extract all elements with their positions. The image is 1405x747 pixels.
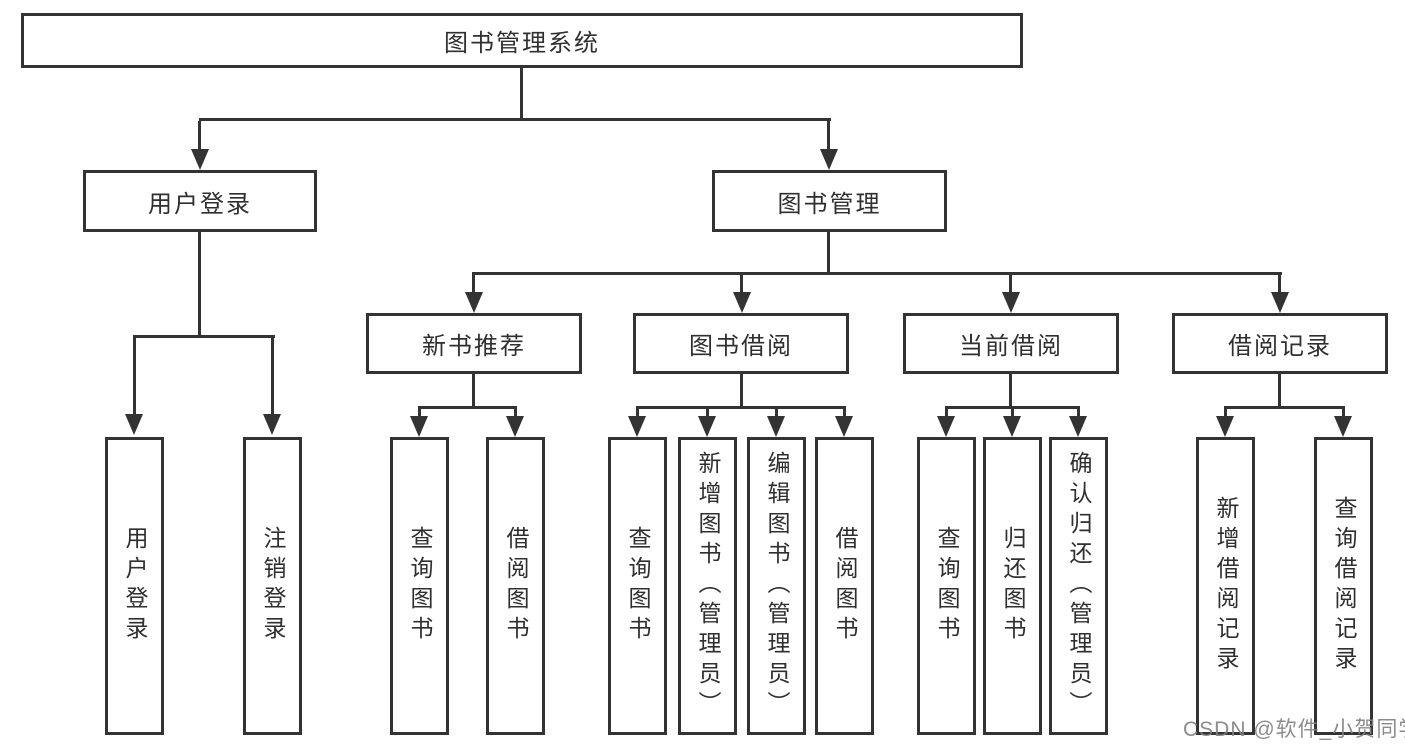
node-label: 借阅记录 — [1228, 333, 1332, 360]
connector-line — [1009, 374, 1012, 409]
node-new-book-recommend: 新书推荐 — [366, 313, 582, 374]
node-label: 注销登录 — [260, 526, 286, 646]
node-leaf-add-books-admin: 新增图书（管理员） — [678, 437, 737, 735]
connector-line — [827, 232, 830, 275]
connector-line — [1278, 374, 1281, 409]
arrowhead-icon — [1216, 416, 1234, 437]
node-leaf-confirm-return-admin: 确认归还（管理员） — [1049, 437, 1108, 735]
node-label: 新增图书（管理员） — [695, 451, 721, 721]
node-borrowing-records: 借阅记录 — [1172, 313, 1388, 374]
connector-line — [945, 409, 948, 416]
arrowhead-icon — [1069, 416, 1087, 437]
node-label: 查询借阅记录 — [1331, 496, 1357, 676]
connector-line — [775, 409, 778, 416]
connector-line — [520, 68, 523, 121]
connector-line — [945, 406, 1080, 409]
node-leaf-logout: 注销登录 — [243, 437, 302, 735]
arrowhead-icon — [1003, 416, 1021, 437]
node-leaf-borrow-books: 借阅图书 — [815, 437, 874, 735]
node-current-borrowing: 当前借阅 — [903, 313, 1119, 374]
node-label: 新书推荐 — [422, 333, 526, 360]
node-leaf-query-books-borrowing: 查询图书 — [608, 437, 667, 735]
connector-line — [472, 272, 1282, 275]
connector-line — [133, 338, 136, 414]
connector-line — [418, 409, 421, 416]
connector-line — [740, 275, 743, 292]
connector-line — [198, 232, 201, 338]
arrowhead-icon — [767, 416, 785, 437]
node-label: 查询图书 — [407, 526, 433, 646]
connector-line — [1224, 409, 1227, 416]
node-label: 编辑图书（管理员） — [764, 451, 790, 721]
arrowhead-icon — [1002, 292, 1020, 313]
connector-line — [1011, 409, 1014, 416]
connector-line — [472, 275, 475, 292]
node-user-login: 用户登录 — [83, 170, 317, 232]
node-leaf-query-books-recommend: 查询图书 — [390, 437, 449, 735]
connector-line — [1009, 275, 1012, 292]
node-label: 查询图书 — [625, 526, 651, 646]
connector-line — [133, 335, 275, 338]
node-leaf-query-books-current: 查询图书 — [917, 437, 976, 735]
node-label: 归还图书 — [1000, 526, 1026, 646]
node-label: 用户登录 — [148, 190, 252, 218]
arrowhead-icon — [191, 149, 209, 170]
node-leaf-add-borrow-record: 新增借阅记录 — [1196, 437, 1255, 735]
arrowhead-icon — [410, 416, 428, 437]
node-leaf-edit-books-admin: 编辑图书（管理员） — [747, 437, 806, 735]
arrowhead-icon — [125, 414, 143, 435]
connector-line — [636, 409, 639, 416]
connector-line — [198, 121, 201, 149]
connector-line — [1342, 409, 1345, 416]
arrowhead-icon — [937, 416, 955, 437]
node-label: 图书借阅 — [689, 333, 793, 360]
arrowhead-icon — [698, 416, 716, 437]
connector-line — [472, 374, 475, 409]
node-label: 图书管理 — [777, 190, 882, 218]
node-book-management: 图书管理 — [712, 170, 947, 232]
node-label: 借阅图书 — [832, 526, 858, 646]
connector-line — [706, 409, 709, 416]
connector-line — [1278, 275, 1281, 292]
arrowhead-icon — [465, 292, 483, 313]
node-library-management-system: 图书管理系统 — [21, 13, 1023, 68]
node-label: 确认归还（管理员） — [1066, 451, 1092, 721]
connector-line — [514, 409, 517, 416]
csdn-watermark: CSDN @软件_小贺同学 — [1183, 718, 1405, 741]
node-leaf-borrow-books-recommend: 借阅图书 — [486, 437, 545, 735]
connector-line — [199, 118, 831, 121]
arrowhead-icon — [263, 414, 281, 435]
connector-line — [827, 121, 830, 149]
node-label: 借阅图书 — [503, 526, 529, 646]
connector-line — [636, 406, 846, 409]
arrowhead-icon — [628, 416, 646, 437]
node-book-borrowing: 图书借阅 — [633, 313, 849, 374]
connector-line — [740, 374, 743, 409]
arrowhead-icon — [506, 416, 524, 437]
node-label: 用户登录 — [122, 526, 148, 646]
node-label: 查询图书 — [934, 526, 960, 646]
node-leaf-return-books: 归还图书 — [983, 437, 1042, 735]
connector-line — [271, 338, 274, 414]
arrowhead-icon — [733, 292, 751, 313]
arrowhead-icon — [835, 416, 853, 437]
node-label: 图书管理系统 — [444, 30, 600, 57]
arrowhead-icon — [1271, 292, 1289, 313]
connector-line — [418, 406, 517, 409]
node-leaf-query-borrow-record: 查询借阅记录 — [1314, 437, 1373, 735]
connector-line — [843, 409, 846, 416]
node-leaf-user-login: 用户登录 — [105, 437, 164, 735]
connector-line — [1224, 406, 1345, 409]
arrowhead-icon — [820, 149, 838, 170]
node-label: 新增借阅记录 — [1213, 496, 1239, 676]
connector-line — [1077, 409, 1080, 416]
arrowhead-icon — [1334, 416, 1352, 437]
node-label: 当前借阅 — [959, 333, 1063, 360]
